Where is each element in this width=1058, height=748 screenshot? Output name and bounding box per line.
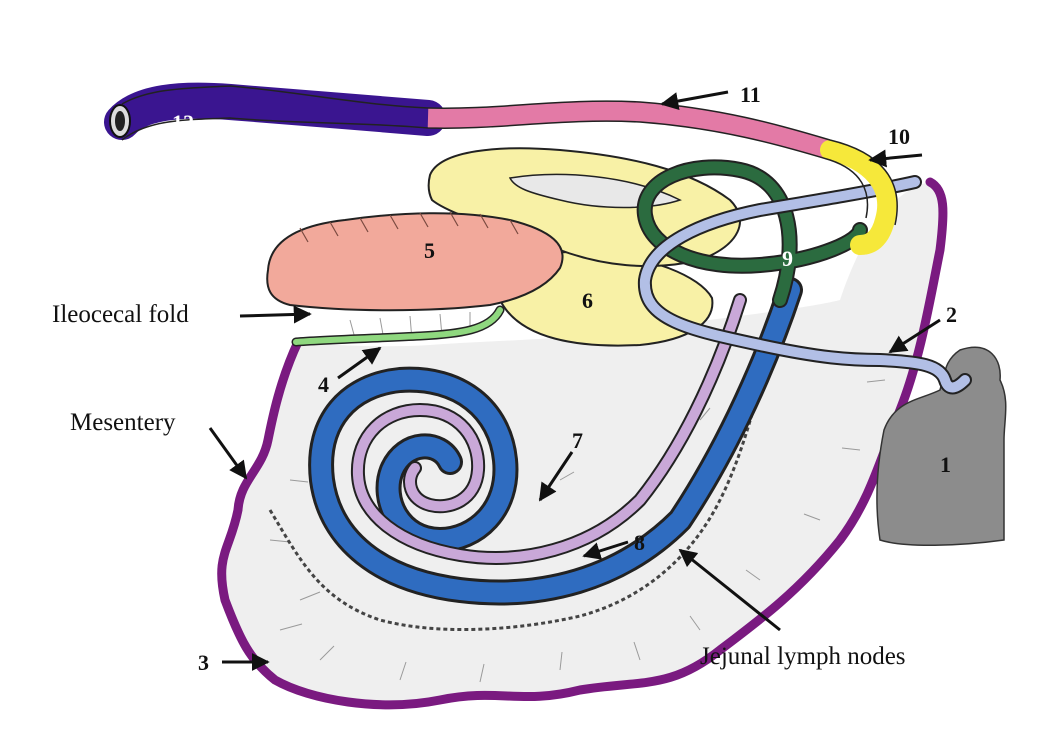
label-jejunal-lymph-nodes: Jejunal lymph nodes [700,643,906,670]
ileum-segments [299,211,519,243]
lumen-opening-icon [109,104,131,138]
label-7: 7 [572,428,583,453]
label-6: 6 [582,288,593,313]
ileocecal-fold-line-fill [293,307,503,345]
label-8: 8 [634,530,645,555]
label-5: 5 [424,238,435,263]
label-9: 9 [782,246,793,271]
arrow-icon [868,149,923,168]
label-1: 1 [940,452,951,477]
transverse-colon-tube [820,140,898,255]
cecum-lumen [508,173,682,209]
arrow-icon [660,90,729,110]
label-11: 11 [740,82,761,107]
duodenum-tube-fill [639,177,970,393]
label-3: 3 [198,650,209,675]
arrow-icon [888,318,941,354]
label-2: 2 [946,302,957,327]
ileum-shape [266,212,564,312]
jejunal-lymph-node-chain [268,393,760,632]
rectum-tube [104,82,446,140]
jejunum-spiral-fill [311,280,800,603]
ileum-inner-spiral-fill [352,295,745,563]
arrow-icon [208,427,248,480]
label-ileocecal-fold: Ileocecal fold [52,301,189,328]
arrow-icon [538,451,574,502]
arrows [208,90,941,671]
label-10: 10 [888,124,910,149]
label-4: 4 [318,372,329,397]
arrow-icon [582,540,629,560]
label-mesentery: Mesentery [70,409,176,436]
arrow-icon [239,305,312,324]
label-12: 12 [172,110,194,135]
descending-colon-tube [427,101,833,160]
colon-outline-bottom [121,117,869,219]
stomach-shape [876,346,1007,546]
arrow-icon [678,548,781,632]
arrow-icon [337,346,382,380]
colon-outline-top [121,85,898,226]
